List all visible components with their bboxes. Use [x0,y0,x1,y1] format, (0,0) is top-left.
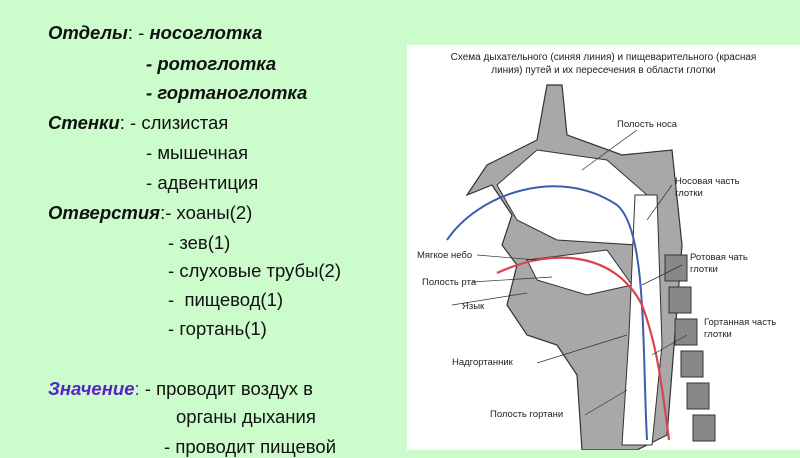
opening-item: хоаны(2) [176,202,253,223]
label-tongue: Язык [462,301,485,312]
digestive-path-line [496,256,671,441]
meaning-label: Значение [48,378,135,399]
sections-label: Отделы [48,22,128,43]
label-larynx-cavity: Полость гортани [490,409,564,420]
meaning-item: - проводит пищевой [164,436,337,457]
meaning-row: Значение: - проводит воздух в [48,378,313,399]
respiratory-path-line [446,185,648,441]
wall-item: - мышечная [146,142,249,163]
sections-row: Отделы: - носоглотка [48,22,263,43]
wall-item: - адвентиция [146,172,259,193]
section-item: - гортаноглотка [146,82,308,103]
walls-label: Стенки [48,112,120,133]
opening-item: - слуховые трубы(2) [168,260,342,281]
openings-label: Отверстия [48,202,161,223]
caption-line: Схема дыхательного (синяя линия) и пищев… [450,52,757,63]
meaning-item: органы дыхания [176,406,316,427]
label-nasal-cavity: Полость носа [617,119,678,130]
label-soft-palate: Мягкое небо [417,250,473,261]
label-oral-cavity: Полость рта [422,277,477,288]
diagram-caption: Схема дыхательного (синяя линия) и пищев… [407,51,800,77]
section-item: - ротоглотка [146,53,277,74]
oral-cavity [526,249,633,296]
anatomy-illustration [446,84,716,450]
walls-row: Стенки: - слизистая [48,112,229,133]
opening-item: - пищевод(1) [168,289,284,310]
label-epiglottis: Надгортанник [452,357,513,368]
section-item: носоглотка [149,22,263,43]
opening-item: - гортань(1) [168,318,267,339]
wall-item: слизистая [141,112,229,133]
openings-row: Отверстия:- хоаны(2) [48,202,253,223]
opening-item: - зев(1) [168,232,231,253]
caption-line: линия) путей и их пересечения в области … [491,65,716,76]
meaning-item: проводит воздух в [156,378,313,399]
pharynx-diagram: Схема дыхательного (синяя линия) и пищев… [407,45,800,450]
